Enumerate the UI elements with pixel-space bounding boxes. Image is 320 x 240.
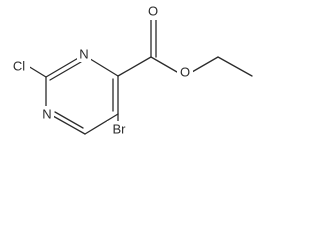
atom-labels: Cl N N O O Br xyxy=(8,3,193,137)
bond-c2-n3-double xyxy=(49,61,82,81)
bond-c6-n1-double xyxy=(54,111,84,129)
atom-o-ester: O xyxy=(180,64,190,79)
bond-c6-n1 xyxy=(52,115,86,135)
bond-ch2-ch3 xyxy=(217,56,253,77)
atom-o-carbonyl: O xyxy=(148,3,158,18)
bond-carbonyl-oester xyxy=(150,56,178,73)
bond-c4-carbonyl xyxy=(117,56,152,77)
atom-br: Br xyxy=(113,121,127,136)
substituent-bonds xyxy=(27,19,253,123)
bond-c5-c6 xyxy=(84,113,119,135)
bond-n3-c4 xyxy=(86,56,119,77)
bond-c2-cl xyxy=(27,65,47,78)
atom-n-top: N xyxy=(79,46,88,61)
atom-n-bottom: N xyxy=(42,106,51,121)
molecule-structure-diagram: Cl N N O O Br xyxy=(8,3,253,137)
bond-c2-n3 xyxy=(45,56,81,78)
pyrimidine-ring xyxy=(45,56,119,135)
atom-cl: Cl xyxy=(13,58,25,73)
bond-oester-ch2 xyxy=(191,56,219,73)
